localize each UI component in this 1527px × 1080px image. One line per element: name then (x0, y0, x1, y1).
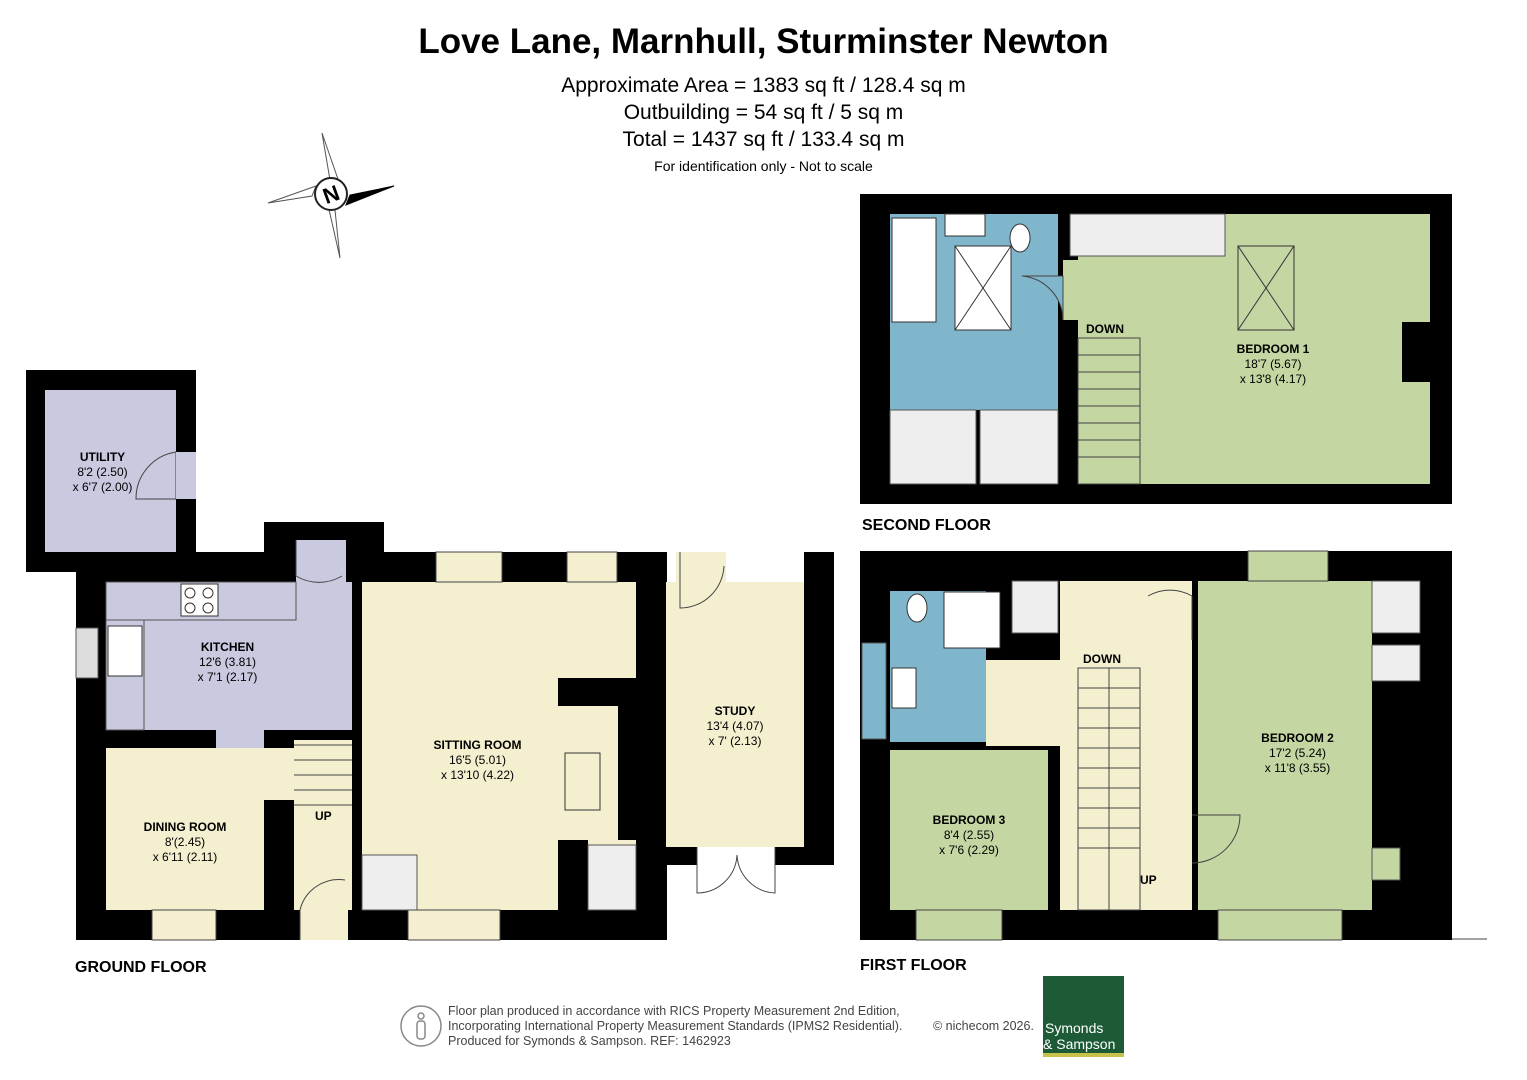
footer-line: Incorporating International Property Mea… (448, 1019, 903, 1033)
footer-line: Produced for Symonds & Sampson. REF: 146… (448, 1034, 731, 1048)
room-dimension: x 7'1 (2.17) (197, 670, 258, 684)
room-name: UTILITY (79, 450, 126, 464)
floor-label-ground: GROUND FLOOR (75, 959, 207, 976)
room-label-bedroom-1: BEDROOM 1 18'7 (5.67) x 13'8 (4.17) (1208, 342, 1338, 387)
approximate-area: Approximate Area = 1383 sq ft / 128.4 sq… (561, 74, 966, 97)
room-dimension: 13'4 (4.07) (706, 719, 764, 733)
stairs-down-label-first: DOWN (1083, 652, 1121, 666)
bedroom-2-room (1198, 581, 1372, 910)
room-label-bedroom-3: BEDROOM 3 8'4 (2.55) x 7'6 (2.29) (905, 813, 1033, 858)
logo-line-1: Symonds (1045, 1020, 1104, 1036)
total-area: Total = 1437 sq ft / 133.4 sq m (622, 128, 905, 151)
room-label-sitting-room: SITTING ROOM 16'5 (5.01) x 13'10 (4.22) (405, 738, 550, 783)
room-dimension: 12'6 (3.81) (199, 655, 256, 669)
room-dimension: x 6'11 (2.11) (152, 850, 218, 864)
room-label-kitchen: KITCHEN 12'6 (3.81) x 7'1 (2.17) (160, 640, 295, 685)
room-name: BEDROOM 3 (932, 813, 1006, 827)
stairs-up-label-ground: UP (315, 809, 332, 823)
room-dimension: 8'4 (2.55) (943, 828, 995, 842)
logo-line-2: & Sampson (1043, 1036, 1116, 1052)
footer-disclaimer: Floor plan produced in accordance with R… (448, 1004, 902, 1049)
room-name: KITCHEN (200, 640, 255, 654)
room-dimension: 18'7 (5.67) (1244, 357, 1302, 371)
room-dimension: 8'(2.45) (164, 835, 206, 849)
bath-icon (891, 217, 937, 323)
dining-room (106, 748, 264, 910)
room-dimension: x 13'8 (4.17) (1239, 372, 1307, 386)
study-room (666, 582, 804, 847)
room-label-bedroom-2: BEDROOM 2 17'2 (5.24) x 11'8 (3.55) (1230, 731, 1365, 776)
basin-icon (944, 213, 986, 237)
stairs-up-label-first: UP (1140, 873, 1157, 887)
bedroom-3-room (890, 750, 1048, 910)
room-name: BEDROOM 2 (1261, 731, 1334, 745)
room-dimension: x 11'8 (3.55) (1264, 761, 1331, 775)
room-label-utility: UTILITY 8'2 (2.50) x 6'7 (2.00) (55, 450, 150, 495)
plan-title: Love Lane, Marnhull, Sturminster Newton (418, 22, 1109, 61)
room-dimension: 8'2 (2.50) (77, 465, 128, 479)
room-name: BEDROOM 1 (1236, 342, 1310, 356)
scale-note: For identification only - Not to scale (654, 158, 873, 174)
floor-label-second: SECOND FLOOR (862, 517, 991, 534)
room-name: DINING ROOM (143, 820, 227, 834)
stairs-down-label-second: DOWN (1086, 322, 1124, 336)
room-label-study: STUDY 13'4 (4.07) x 7' (2.13) (680, 704, 790, 749)
room-name: STUDY (714, 704, 756, 718)
room-dimension: x 13'10 (4.22) (440, 768, 514, 782)
room-dimension: x 6'7 (2.00) (72, 480, 133, 494)
room-dimension: x 7' (2.13) (708, 734, 762, 748)
room-dimension: 17'2 (5.24) (1269, 746, 1326, 760)
room-name: SITTING ROOM (433, 738, 522, 752)
agency-logo: Symonds & Sampson (1043, 976, 1124, 1057)
toilet-icon (1009, 223, 1031, 253)
room-label-dining-room: DINING ROOM 8'(2.45) x 6'11 (2.11) (115, 820, 255, 865)
copyright-notice: © nichecom 2026. (933, 1019, 1034, 1033)
compass-icon: N (267, 132, 395, 259)
logo-accent-bar (1043, 1053, 1124, 1057)
footer-line: Floor plan produced in accordance with R… (448, 1004, 900, 1018)
sink-icon (107, 625, 143, 677)
room-dimension: x 7'6 (2.29) (939, 843, 999, 857)
floor-label-first: FIRST FLOOR (860, 957, 967, 974)
person-scale-icon (400, 1005, 442, 1047)
outbuilding-area: Outbuilding = 54 sq ft / 5 sq m (623, 101, 904, 124)
room-dimension: 16'5 (5.01) (449, 753, 506, 767)
